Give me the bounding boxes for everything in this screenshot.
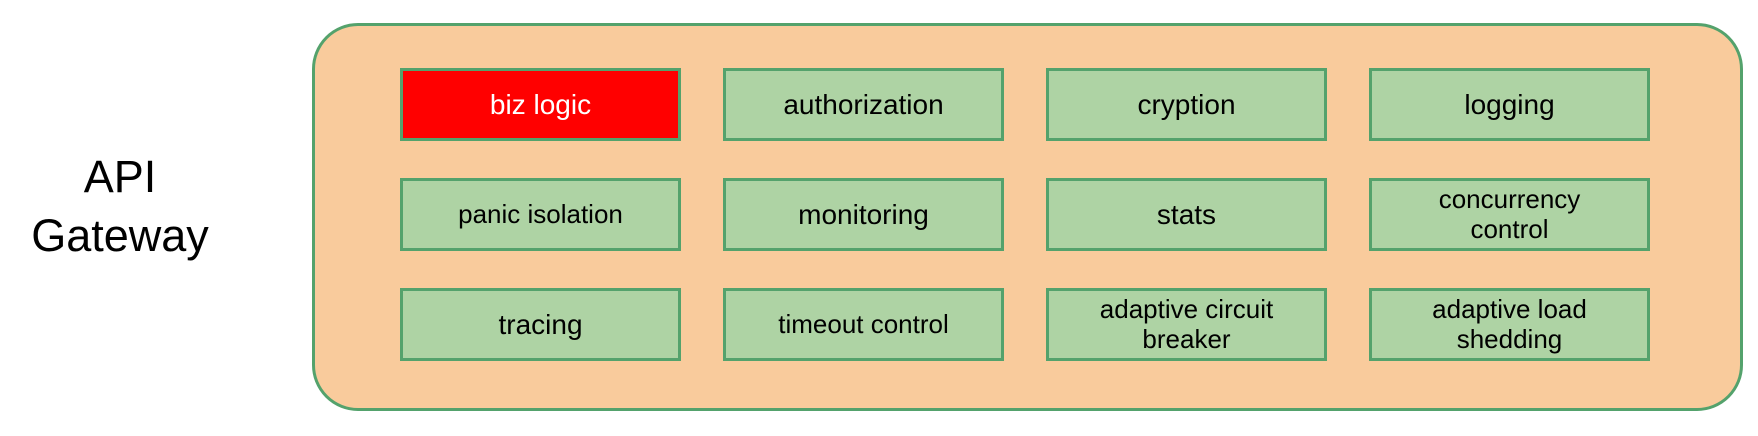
api-gateway-label: API Gateway	[31, 151, 209, 261]
cell-authorization: authorization	[723, 68, 1004, 141]
api-gateway-container: biz logic authorization cryption logging…	[312, 23, 1743, 411]
cell-cryption: cryption	[1046, 68, 1327, 141]
cell-adaptive-circuit-breaker: adaptive circuit breaker	[1046, 288, 1327, 361]
cell-timeout-control: timeout control	[723, 288, 1004, 361]
cell-panic-isolation: panic isolation	[400, 178, 681, 251]
cell-tracing: tracing	[400, 288, 681, 361]
cell-logging: logging	[1369, 68, 1650, 141]
cell-biz-logic: biz logic	[400, 68, 681, 141]
feature-grid: biz logic authorization cryption logging…	[400, 68, 1650, 361]
cell-monitoring: monitoring	[723, 178, 1004, 251]
cell-stats: stats	[1046, 178, 1327, 251]
cell-adaptive-load-shedding: adaptive load shedding	[1369, 288, 1650, 361]
cell-concurrency-control: concurrency control	[1369, 178, 1650, 251]
